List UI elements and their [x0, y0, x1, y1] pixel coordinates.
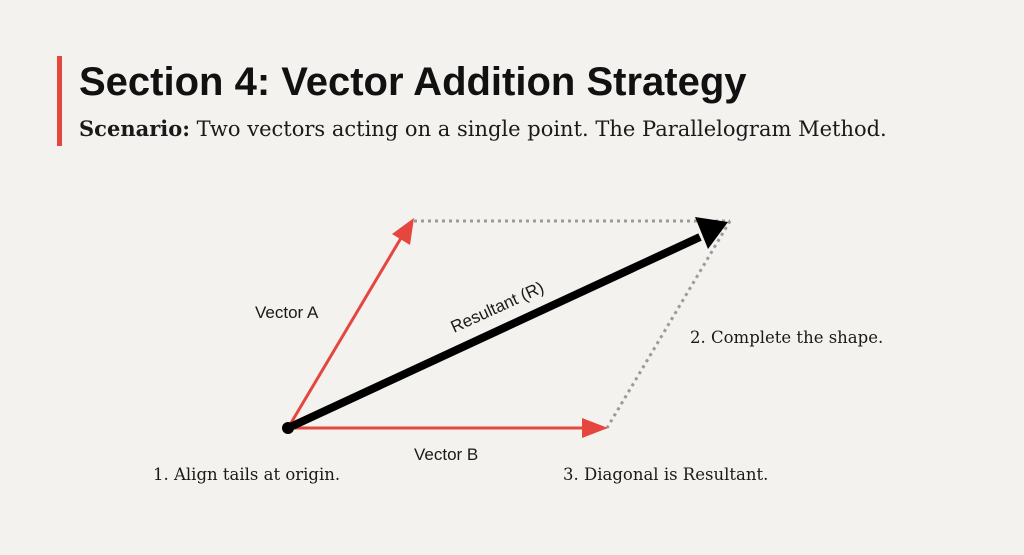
vector-b-label: Vector B [414, 445, 478, 464]
section-header: Section 4: Vector Addition Strategy Scen… [57, 56, 987, 146]
step-1-text: 1. Align tails at origin. [153, 465, 340, 484]
subtitle-lead: Scenario: [79, 116, 190, 141]
vector-a-line [286, 237, 403, 429]
resultant-line [286, 233, 702, 432]
accent-bar [57, 56, 62, 146]
step-3-text: 3. Diagonal is Resultant. [563, 465, 768, 484]
vector-b-arrowhead [582, 418, 608, 438]
subtitle-text: Two vectors acting on a single point. Th… [190, 117, 887, 141]
resultant-arrowhead [695, 217, 728, 249]
step-2-text: 2. Complete the shape. [690, 328, 883, 347]
guide-line-right [605, 220, 732, 429]
page-title: Section 4: Vector Addition Strategy [79, 60, 747, 104]
vector-a-label: Vector A [255, 303, 319, 322]
page-subtitle: Scenario: Two vectors acting on a single… [79, 114, 887, 144]
origin-point [282, 422, 294, 434]
vector-a-arrowhead [392, 218, 414, 245]
